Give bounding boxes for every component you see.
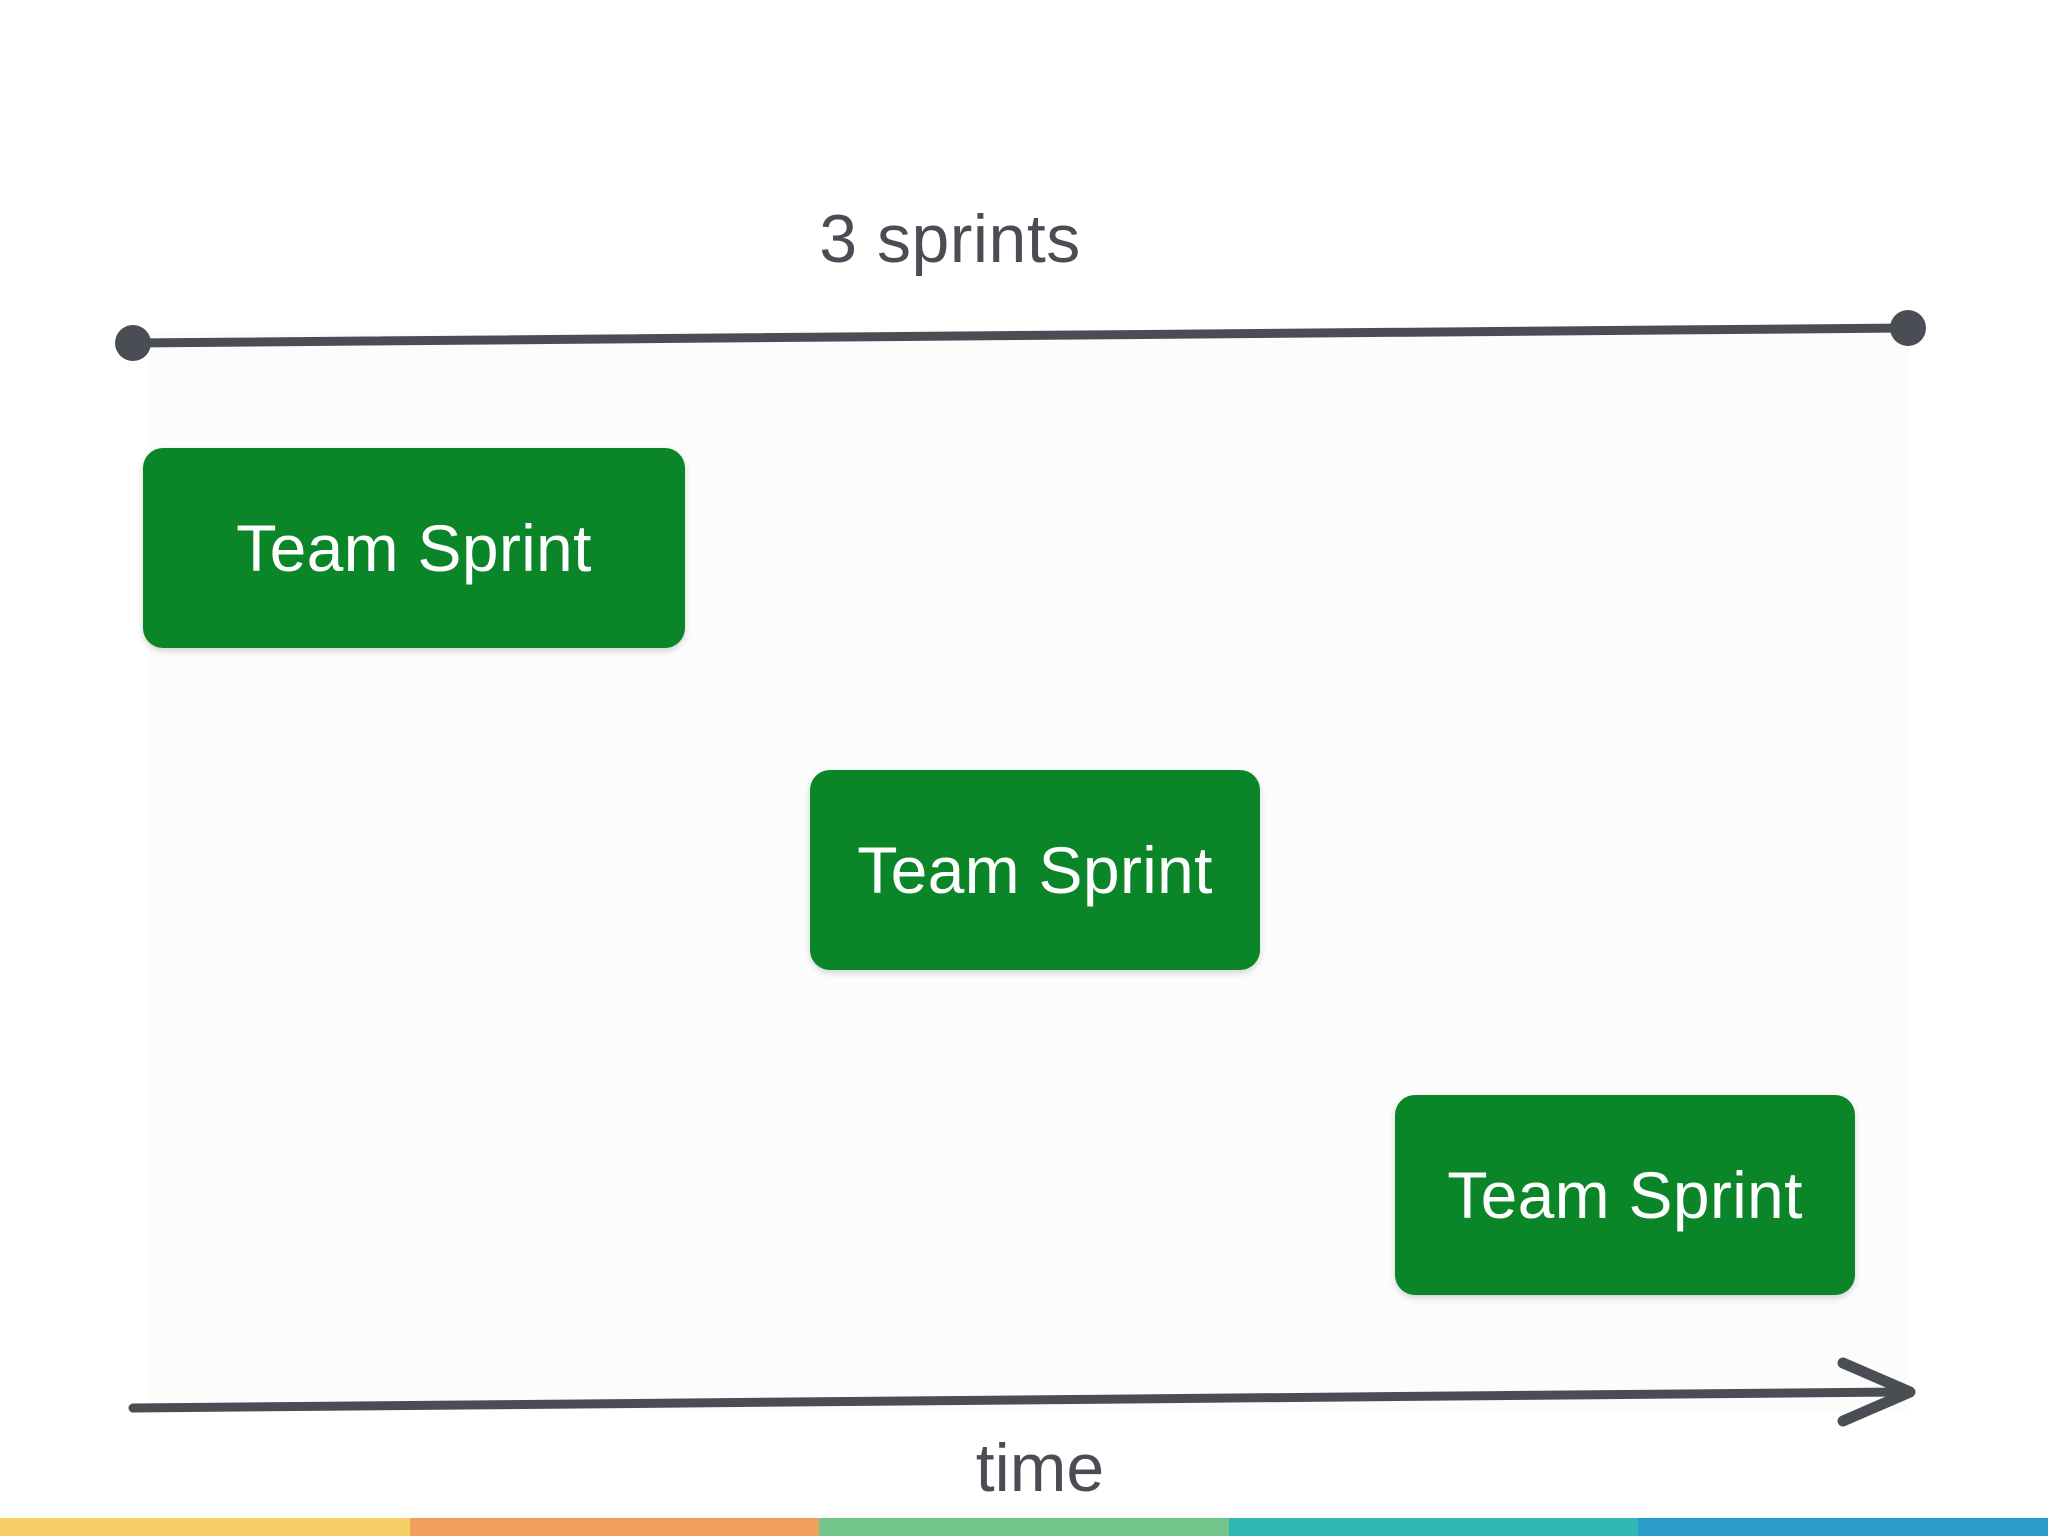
sprint-box-1-label: Team Sprint	[236, 511, 592, 585]
span-label-3-sprints: 3 sprints	[819, 201, 1081, 277]
sprint-box-3[interactable]: Team Sprint	[1395, 1095, 1855, 1295]
color-bar-segment-yellow	[0, 1518, 410, 1536]
color-bar-segment-teal	[1228, 1518, 1639, 1536]
span-line	[128, 323, 1913, 348]
color-bar-segment-orange	[409, 1518, 820, 1536]
sprint-box-2[interactable]: Team Sprint	[810, 770, 1260, 970]
bottom-color-bar	[0, 1518, 2048, 1536]
span-start-dot-icon	[115, 325, 151, 361]
sprint-box-3-label: Team Sprint	[1447, 1158, 1803, 1232]
color-bar-segment-blue	[1638, 1518, 2048, 1536]
sprint-box-2-label: Team Sprint	[857, 833, 1213, 907]
time-axis-label: time	[975, 1430, 1105, 1506]
span-end-dot-icon	[1890, 310, 1926, 346]
time-axis-arrowhead-icon	[1837, 1357, 1916, 1427]
time-axis-line	[128, 1387, 1903, 1413]
color-bar-segment-green	[819, 1518, 1229, 1536]
sprint-box-1[interactable]: Team Sprint	[143, 448, 685, 648]
